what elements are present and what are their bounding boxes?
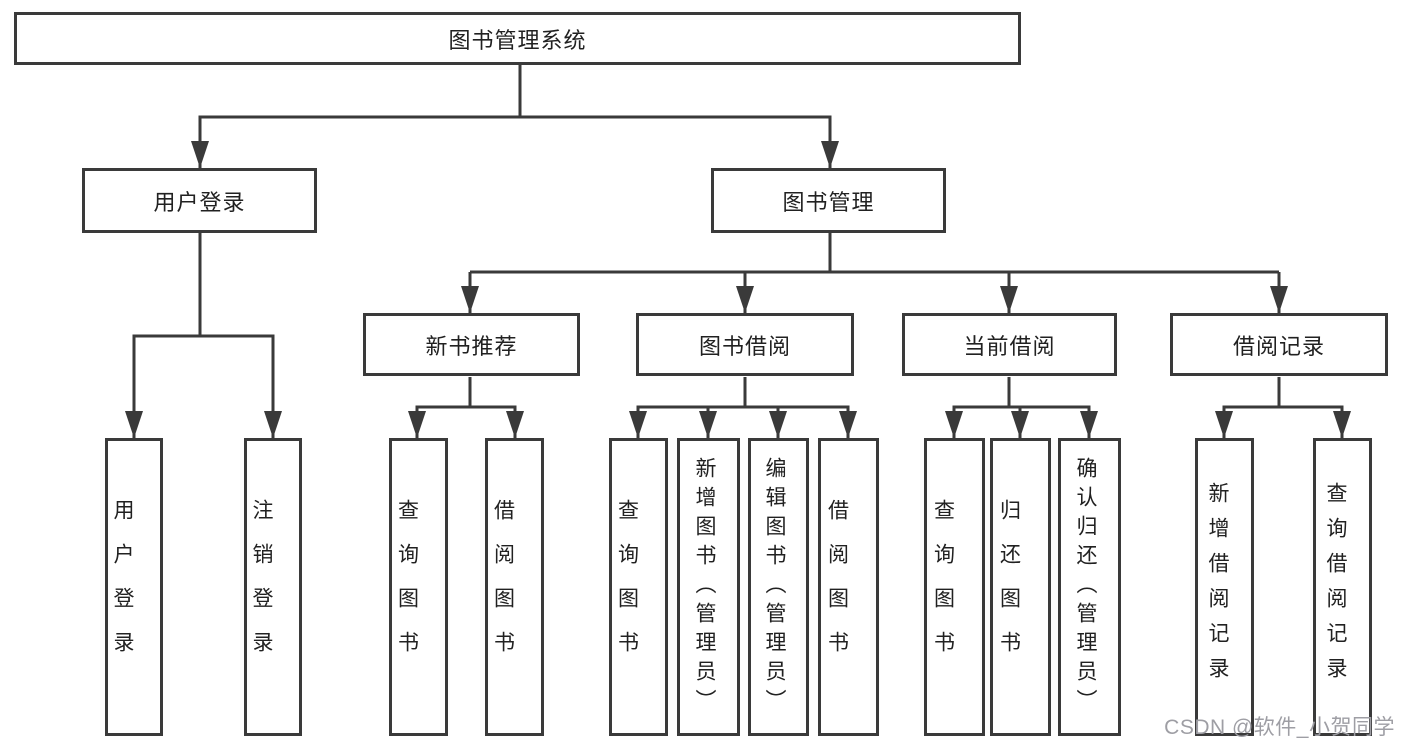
node-borrow-records-label: 借阅记录 (1232, 333, 1325, 359)
leaf-add-book-admin-label: 新增图书（管理员） (693, 456, 716, 718)
leaf-logout: 注销登录 (244, 438, 302, 736)
leaf-return-book-label: 归还图书 (997, 499, 1021, 675)
leaf-add-book-admin: 新增图书（管理员） (677, 438, 740, 736)
node-user-login: 用户登录 (82, 168, 317, 233)
node-book-management: 图书管理 (711, 168, 946, 233)
node-user-login-label: 用户登录 (153, 189, 246, 215)
node-root-label: 图书管理系统 (448, 27, 587, 53)
leaf-borrow-book-newbook: 借阅图书 (485, 438, 544, 736)
leaf-user-login-label: 用户登录 (111, 499, 134, 675)
leaf-borrow-book: 借阅图书 (818, 438, 879, 736)
node-current-borrow-label: 当前借阅 (963, 333, 1056, 359)
leaf-query-book-newbook: 查询图书 (389, 438, 448, 736)
node-new-book-recommend: 新书推荐 (363, 313, 580, 376)
leaf-query-borrow-record: 查询借阅记录 (1313, 438, 1372, 736)
leaf-edit-book-admin: 编辑图书（管理员） (748, 438, 809, 736)
leaf-borrow-book-newbook-label: 借阅图书 (491, 499, 515, 675)
leaf-confirm-return-admin: 确认归还（管理员） (1058, 438, 1121, 736)
leaf-user-login: 用户登录 (105, 438, 163, 736)
node-new-book-recommend-label: 新书推荐 (425, 333, 518, 359)
arrow-down-icons (125, 141, 1351, 438)
node-current-borrow: 当前借阅 (902, 313, 1117, 376)
node-book-management-label: 图书管理 (782, 189, 875, 215)
leaf-logout-label: 注销登录 (250, 499, 273, 675)
leaf-add-borrow-record: 新增借阅记录 (1195, 438, 1254, 736)
leaf-edit-book-admin-label: 编辑图书（管理员） (763, 456, 786, 718)
leaf-confirm-return-admin-label: 确认归还（管理员） (1074, 456, 1097, 718)
leaf-query-book-current-label: 查询图书 (931, 499, 955, 675)
leaf-query-book-newbook-label: 查询图书 (395, 499, 419, 675)
leaf-query-borrow-record-label: 查询借阅记录 (1324, 482, 1347, 692)
node-book-borrow: 图书借阅 (636, 313, 854, 376)
leaf-query-book-borrow: 查询图书 (609, 438, 668, 736)
csdn-watermark: CSDN @软件_小贺同学 (1164, 716, 1395, 739)
leaf-return-book: 归还图书 (990, 438, 1051, 736)
node-borrow-records: 借阅记录 (1170, 313, 1388, 376)
node-root-library-system: 图书管理系统 (14, 12, 1021, 65)
node-book-borrow-label: 图书借阅 (698, 333, 791, 359)
leaf-add-borrow-record-label: 新增借阅记录 (1206, 482, 1229, 692)
leaf-query-book-current: 查询图书 (924, 438, 985, 736)
leaf-borrow-book-label: 借阅图书 (825, 499, 849, 675)
leaf-query-book-borrow-label: 查询图书 (615, 499, 639, 675)
